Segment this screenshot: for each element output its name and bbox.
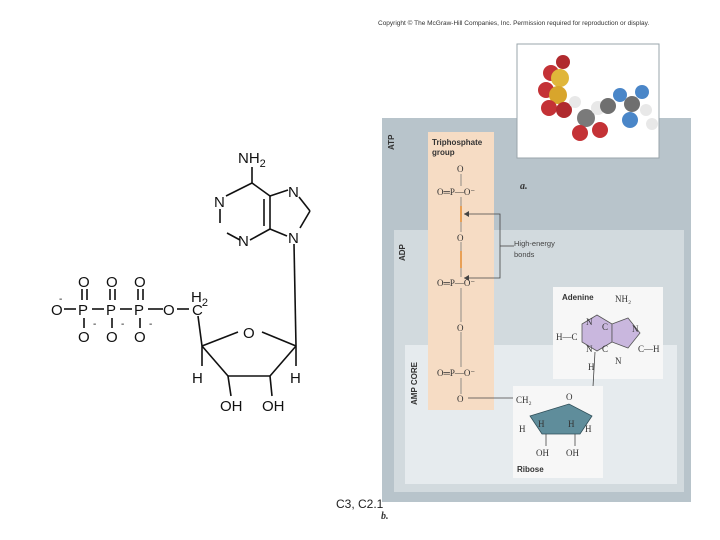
bond	[293, 243, 297, 347]
phosphate-oxygen: O	[457, 323, 464, 333]
amine-label: NH2	[238, 150, 266, 170]
oxo-oxygen: O	[106, 274, 118, 291]
bond	[227, 375, 232, 397]
bond	[299, 210, 311, 229]
high-energy-label-line1: High-energy	[514, 239, 555, 248]
bond	[201, 345, 229, 377]
atp-side-label: ATP	[387, 134, 396, 150]
bond	[225, 182, 253, 197]
adenine-n: N	[586, 317, 593, 327]
copyright-notice: Copyright © The McGraw-Hill Companies, I…	[378, 20, 650, 27]
anion-oxygen: O	[106, 329, 118, 346]
adenine-n: N	[586, 344, 593, 354]
hydroxyl-2: OH	[220, 398, 243, 415]
adenine-five-ring	[611, 317, 641, 349]
terminal-oxygen: O	[51, 302, 63, 319]
bond	[298, 196, 311, 212]
bond	[201, 331, 239, 347]
ring-n-1: N	[214, 194, 225, 211]
adenine-n: N	[615, 356, 622, 366]
bond	[226, 232, 241, 241]
bridge-oxygen: O	[163, 302, 175, 319]
amp-core-side-label: AMP CORE	[410, 361, 419, 405]
adp-side-label: ADP	[398, 243, 407, 261]
space-filling-model	[538, 55, 658, 141]
bond	[261, 331, 297, 347]
phosphate-oxygen: O	[457, 164, 464, 174]
bond	[269, 345, 297, 377]
ribose-o: O	[566, 392, 573, 402]
phosphorus-gamma: P	[78, 302, 88, 319]
adenine-c: C	[602, 344, 608, 354]
phosphorus-beta: P	[106, 302, 116, 319]
ring-n-3: N	[238, 233, 249, 250]
hydroxyl-3: OH	[262, 398, 285, 415]
bond	[269, 375, 273, 397]
ribose-h-left: H	[192, 370, 203, 387]
adenine-nh2: NH₂	[615, 294, 631, 304]
charge-minus: -	[121, 319, 124, 330]
adenine-n: N	[632, 324, 639, 334]
oxo-oxygen: O	[134, 274, 146, 291]
adenine-h: H	[588, 362, 595, 372]
adenine-ch: C—H	[638, 344, 660, 354]
slide-caption: C3, C2.1	[336, 497, 384, 511]
ribose-h-right: H	[290, 370, 301, 387]
ribose-h: H	[568, 419, 575, 429]
bond	[249, 228, 271, 241]
charge-minus: -	[59, 294, 62, 305]
triphosphate-label-line2: group	[432, 148, 455, 157]
anion-oxygen: O	[78, 329, 90, 346]
phosphate-oxygen: O	[457, 394, 464, 404]
phosphate-row: O═P—O⁻	[437, 278, 475, 288]
ribose-h: H	[519, 424, 526, 434]
bond	[251, 182, 271, 197]
ribose-h: H	[585, 424, 592, 434]
bond	[269, 189, 289, 197]
ribose-ch2: CH₂	[516, 395, 532, 405]
panel-a-label: a.	[520, 181, 528, 192]
triphosphate-label-line1: Triphosphate	[432, 138, 483, 147]
phosphate-row: O═P—O⁻	[437, 187, 475, 197]
high-energy-label-line2: bonds	[514, 250, 535, 259]
ring-n-9: N	[288, 230, 299, 247]
adenine-c: C	[602, 322, 608, 332]
ribose-oh: OH	[566, 448, 579, 458]
charge-minus: -	[93, 319, 96, 330]
phosphate-oxygen: O	[457, 233, 464, 243]
ch2-carbon: C	[192, 302, 203, 319]
ribose-h: H	[538, 419, 545, 429]
bond	[269, 228, 288, 237]
bond	[197, 315, 203, 347]
charge-minus: -	[149, 319, 152, 330]
ribose-oh: OH	[536, 448, 549, 458]
adenine-label: Adenine	[562, 293, 594, 302]
ring-oxygen: O	[243, 325, 255, 342]
phosphate-row: O═P—O⁻	[437, 368, 475, 378]
phosphorus-alpha: P	[134, 302, 144, 319]
panel-b-label: b.	[381, 511, 389, 522]
ribose-ring	[529, 403, 593, 435]
anion-oxygen: O	[134, 329, 146, 346]
ring-n-7: N	[288, 184, 299, 201]
adenine-hc: H—C	[556, 332, 578, 342]
ribose-label: Ribose	[517, 465, 544, 474]
ch2-hydrogen: H2	[191, 289, 208, 309]
oxo-oxygen: O	[78, 274, 90, 291]
